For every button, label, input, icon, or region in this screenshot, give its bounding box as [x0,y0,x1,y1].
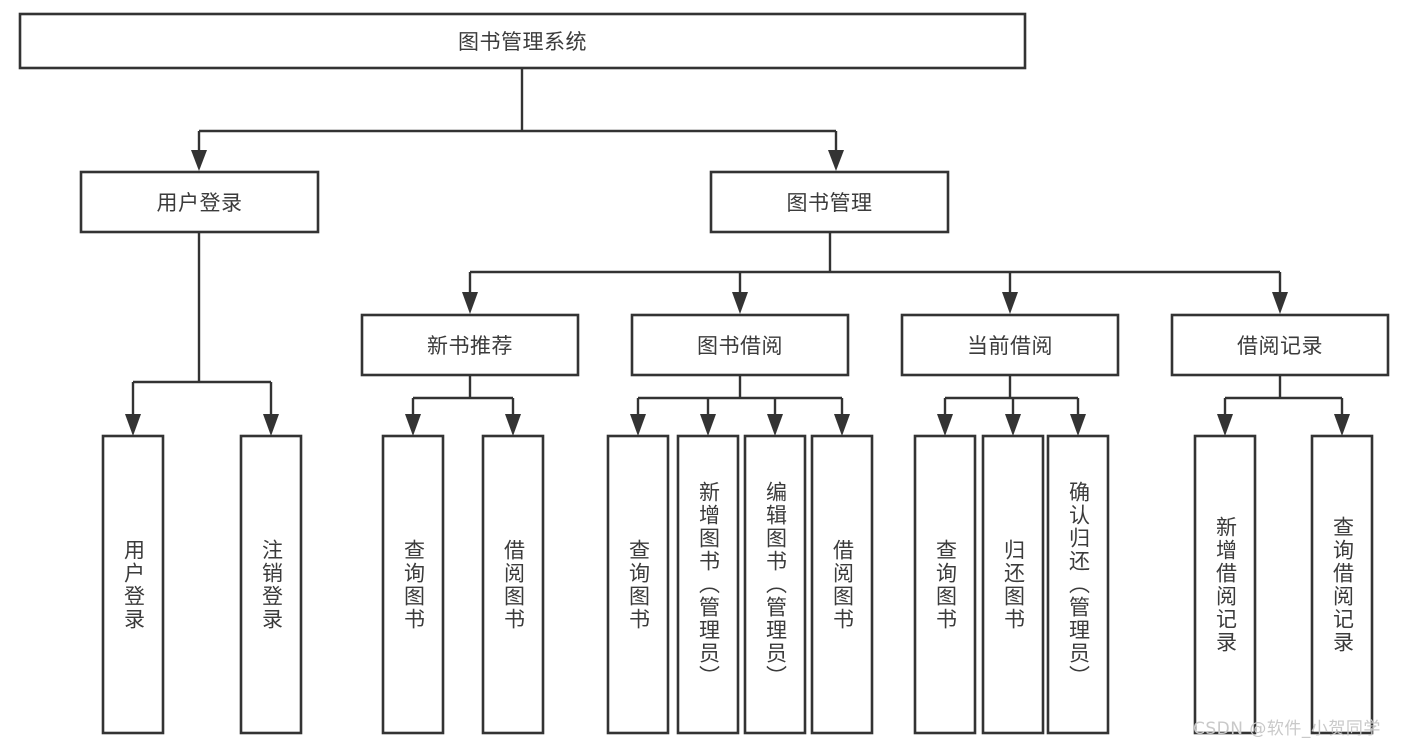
arrow-head-to-borrow-record [1272,292,1288,314]
label-leaf-query-record: 查询借阅记录 [1312,436,1372,733]
label-book-borrow-text: 图书借阅 [697,334,783,358]
label-borrow-record: 借阅记录 [1172,315,1388,375]
node-box-book-manage[interactable] [709,170,950,234]
label-leaf-query-book-3: 查询图书 [915,436,975,733]
label-current-borrow-text: 当前借阅 [967,334,1053,358]
arrow-head-leaf-7 [937,414,953,436]
label-leaf-return-book-text: 归还图书 [1001,538,1026,631]
node-box-leaf-borrow-book-1[interactable] [481,434,545,735]
arrow-head-leaf-8 [1005,414,1021,436]
arrow-head-leaf-9 [1070,414,1086,436]
node-box-leaf-query-book-1[interactable] [381,434,445,735]
label-leaf-logout-text: 注销登录 [259,538,284,631]
node-box-new-book-recommend[interactable] [360,313,580,377]
label-leaf-query-book-1: 查询图书 [383,436,443,733]
label-book-manage: 图书管理 [711,172,948,232]
arrow-head-to-leaf-logout [263,414,279,436]
arrow-head-leaf-11 [1334,414,1350,436]
label-root: 图书管理系统 [20,14,1025,68]
arrow-head-to-leaf-user-login [125,414,141,436]
node-box-leaf-add-record[interactable] [1193,434,1257,735]
connector-borrow-record-bus [1223,375,1344,418]
connector-book-borrow-bus [636,375,844,418]
arrow-head-to-borrow [732,292,748,314]
label-leaf-query-book-3-text: 查询图书 [933,538,958,631]
node-box-current-borrow[interactable] [900,313,1120,377]
label-leaf-user-login-text: 用户登录 [121,538,146,631]
connector-root-bus [197,68,838,152]
node-box-leaf-edit-book[interactable] [743,434,807,735]
node-box-borrow-record[interactable] [1170,313,1390,377]
label-leaf-edit-book-text: 编辑图书（管理员） [763,481,788,688]
label-leaf-query-book-1-text: 查询图书 [401,538,426,631]
label-user-login-text: 用户登录 [156,191,243,215]
label-leaf-add-book: 新增图书（管理员） [678,436,738,733]
node-box-leaf-logout[interactable] [239,434,303,735]
label-leaf-query-book-2: 查询图书 [608,436,668,733]
label-leaf-borrow-book-2-text: 借阅图书 [830,538,855,631]
arrow-head-leaf-1 [405,414,421,436]
node-box-root[interactable] [18,12,1027,70]
label-leaf-borrow-book-1-text: 借阅图书 [501,538,526,631]
arrow-head-to-new-book [462,292,478,314]
label-borrow-record-text: 借阅记录 [1237,334,1323,358]
arrow-head-leaf-4 [700,414,716,436]
node-box-leaf-query-book-3[interactable] [913,434,977,735]
node-box-book-borrow[interactable] [630,313,850,377]
label-leaf-borrow-book-2: 借阅图书 [812,436,872,733]
arrow-head-leaf-6 [834,414,850,436]
label-leaf-return-book: 归还图书 [983,436,1043,733]
label-leaf-logout: 注销登录 [241,436,301,733]
csdn-watermark: CSDN @软件_小贺同学 [1193,719,1381,739]
label-leaf-confirm-return-text: 确认归还（管理员） [1066,481,1091,688]
arrow-head-to-book-manage [828,150,844,171]
label-leaf-edit-book: 编辑图书（管理员） [745,436,805,733]
node-box-user-login[interactable] [79,170,320,234]
connector-current-borrow-bus [943,375,1080,418]
node-box-leaf-query-record[interactable] [1310,434,1374,735]
node-box-leaf-borrow-book-2[interactable] [810,434,874,735]
label-book-manage-text: 图书管理 [786,191,873,215]
node-box-leaf-return-book[interactable] [981,434,1045,735]
label-leaf-add-book-text: 新增图书（管理员） [696,481,721,688]
node-box-leaf-query-book-2[interactable] [606,434,670,735]
label-leaf-query-record-text: 查询借阅记录 [1330,515,1355,654]
label-leaf-add-record: 新增借阅记录 [1195,436,1255,733]
label-leaf-add-record-text: 新增借阅记录 [1213,515,1238,654]
arrow-head-leaf-5 [767,414,783,436]
node-box-leaf-confirm-return[interactable] [1046,434,1110,735]
arrow-head-leaf-2 [505,414,521,436]
label-book-borrow: 图书借阅 [632,315,848,375]
connector-user-login-bus [131,232,273,418]
label-leaf-query-book-2-text: 查询图书 [626,538,651,631]
arrow-head-leaf-3 [630,414,646,436]
node-box-leaf-add-book[interactable] [676,434,740,735]
label-new-book-recommend-text: 新书推荐 [427,334,513,358]
connector-book-manage-bus [468,232,1282,296]
label-leaf-confirm-return: 确认归还（管理员） [1048,436,1108,733]
label-leaf-user-login: 用户登录 [103,436,163,733]
label-current-borrow: 当前借阅 [902,315,1118,375]
arrow-head-to-user-login [191,150,207,171]
node-box-leaf-user-login[interactable] [101,434,165,735]
label-user-login: 用户登录 [81,172,318,232]
arrow-head-leaf-10 [1217,414,1233,436]
connector-new-book-bus [411,375,515,418]
label-root-text: 图书管理系统 [458,30,587,54]
label-leaf-borrow-book-1: 借阅图书 [483,436,543,733]
arrow-head-to-current-borrow [1002,292,1018,314]
label-new-book-recommend: 新书推荐 [362,315,578,375]
